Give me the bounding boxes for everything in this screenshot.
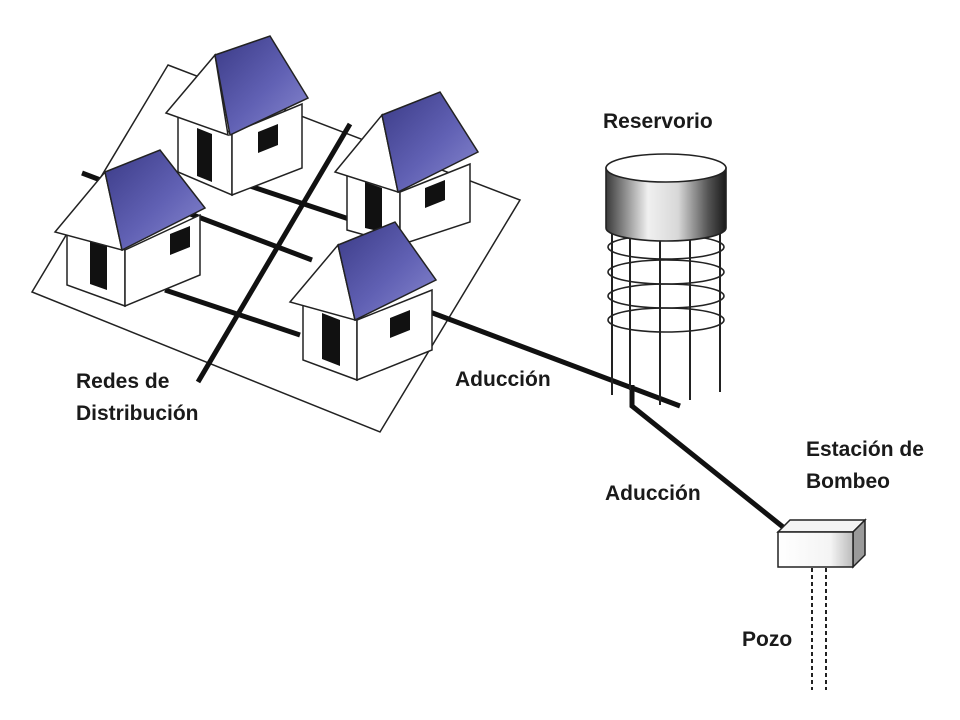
distribution-label-line2: Distribución	[76, 402, 199, 425]
pump-station-label-line2: Bombeo	[806, 470, 890, 493]
reservoir-label: Reservorio	[603, 106, 713, 138]
conveyance-pipe-lower	[629, 385, 795, 537]
conveyance-lower-label-text: Aducción	[605, 482, 701, 505]
conveyance-upper-label-text: Aducción	[455, 368, 551, 391]
water-tower	[605, 153, 727, 405]
house-bottom	[288, 221, 438, 382]
distribution-network-label: Redes de Distribución	[76, 366, 199, 430]
distribution-label-line1: Redes de	[76, 370, 170, 393]
conveyance-upper-label: Aducción	[455, 364, 551, 396]
pump-station	[776, 518, 867, 569]
tank-top	[605, 153, 727, 183]
distribution-pipe-bottom	[164, 287, 301, 338]
well-label-text: Pozo	[742, 628, 793, 651]
well	[811, 568, 827, 690]
reservoir-label-text: Reservorio	[603, 110, 713, 133]
pump-station-label: Estación de Bombeo	[806, 434, 924, 498]
distribution-pipe-main	[195, 122, 353, 384]
distribution-pipe-top	[249, 183, 353, 223]
house-right	[333, 91, 480, 247]
pump-station-label-line1: Estación de	[806, 438, 924, 461]
conveyance-lower-label: Aducción	[605, 478, 701, 510]
well-label: Pozo	[742, 624, 792, 656]
house-top	[164, 35, 310, 197]
house-left	[53, 149, 207, 308]
conveyance-pipe-upper	[429, 309, 681, 409]
